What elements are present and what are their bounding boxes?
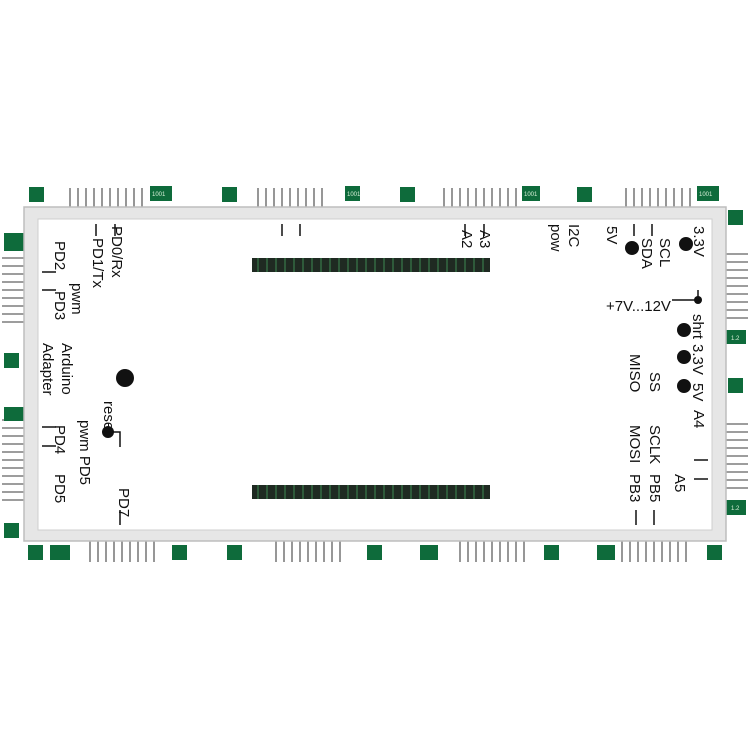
header-strip-bottom bbox=[252, 485, 490, 499]
label-scl: SCL bbox=[656, 238, 673, 267]
label-5v-top: 5V bbox=[603, 226, 620, 244]
label-arduino: Arduino bbox=[58, 343, 75, 395]
top-connector-4 bbox=[625, 188, 691, 208]
label-a3: A3 bbox=[476, 230, 493, 248]
right-connectors bbox=[724, 253, 748, 489]
label-mosi: MOSI bbox=[626, 425, 643, 463]
pad-code-top-right: 1001 bbox=[524, 192, 538, 198]
top-connectors bbox=[69, 188, 691, 208]
jumper-dots bbox=[102, 237, 702, 438]
pad-code-right-upper: 1.2 bbox=[731, 336, 740, 342]
label-sclk: SCLK bbox=[646, 425, 663, 464]
label-i2c: I2C bbox=[565, 224, 582, 248]
mounting-pads bbox=[4, 186, 746, 560]
label-pwm-top: pwm bbox=[68, 283, 85, 315]
label-3v3-top: 3.3V bbox=[690, 226, 707, 257]
label-pd3: PD3 bbox=[51, 291, 68, 320]
label-a2: A2 bbox=[458, 230, 475, 248]
pad-code-top-corner: 1001 bbox=[699, 192, 713, 198]
label-miso: MISO bbox=[626, 354, 643, 392]
header-strip-top bbox=[252, 258, 490, 272]
label-a4: A4 bbox=[690, 410, 707, 428]
pin-ticks bbox=[42, 224, 708, 525]
top-connector-3 bbox=[443, 188, 517, 208]
label-pb3: PB3 bbox=[626, 474, 643, 502]
label-3v3-mid: 3.3V bbox=[689, 344, 706, 375]
label-reset: reset bbox=[100, 401, 117, 435]
label-pd1: PD1/Tx bbox=[89, 238, 106, 289]
label-shrt: shrt bbox=[689, 314, 706, 340]
pad-code-top-mid: 1001 bbox=[347, 192, 361, 198]
label-ss: SS bbox=[646, 372, 663, 392]
label-5v-mid: 5V bbox=[689, 383, 706, 401]
label-vin: +7V...12V bbox=[606, 298, 671, 315]
label-sda: SDA bbox=[638, 238, 655, 269]
label-pd0: PD0/Rx bbox=[108, 226, 125, 278]
label-pd4: PD4 bbox=[51, 425, 68, 454]
pad-code-top-left: 1001 bbox=[152, 192, 166, 198]
label-adapter: Adapter bbox=[39, 343, 56, 396]
label-pd7: PD7 bbox=[115, 488, 132, 517]
labels: PD0/Rx PD1/Tx PD2 pwm PD3 Arduino Adapte… bbox=[39, 224, 707, 517]
label-pb5: PB5 bbox=[646, 474, 663, 502]
top-connector-1 bbox=[69, 188, 143, 208]
left-connectors bbox=[2, 257, 26, 501]
label-pd2: PD2 bbox=[51, 241, 68, 270]
label-pow: pow bbox=[547, 224, 564, 252]
label-a5: A5 bbox=[671, 474, 688, 492]
top-connector-2 bbox=[257, 188, 323, 208]
label-pwm-pd5: pwm PD5 bbox=[76, 420, 93, 485]
pad-code-right-lower: 1.2 bbox=[731, 506, 740, 512]
bottom-connectors bbox=[89, 540, 687, 562]
label-pd5: PD5 bbox=[51, 474, 68, 503]
